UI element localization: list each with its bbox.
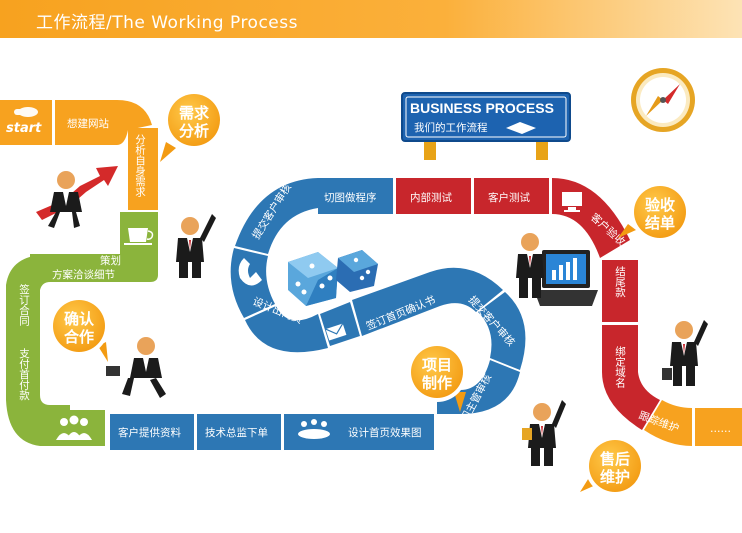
bubble-requirement-analysis: 需求 分析	[160, 90, 224, 162]
step-label-3b: 方案洽谈细节	[52, 268, 115, 281]
meeting-icon	[298, 419, 330, 439]
dice-icon	[288, 250, 378, 306]
businessman-figure-4	[516, 233, 544, 298]
bubble-3-line-1: 项目	[422, 356, 452, 374]
page-title: 工作流程/The Working Process	[36, 13, 298, 33]
coffee-cup-icon	[124, 228, 154, 245]
step-label-19: 绑定域名	[614, 346, 626, 389]
road-segment-orange-start	[0, 100, 158, 210]
bubble-acceptance-closing: 验收 结单	[618, 182, 690, 242]
step-label-7: 技术总监下单	[205, 426, 268, 439]
businessman-figure-1	[48, 171, 82, 228]
people-group-icon	[56, 415, 92, 440]
step-label-21: ……	[710, 423, 731, 435]
page-header: 工作流程/The Working Process	[0, 0, 742, 38]
bubble-1-line-2: 分析	[179, 122, 209, 140]
hand-icon	[14, 107, 38, 117]
step-label-3a: 策划	[100, 254, 121, 267]
bubble-1-line-1: 需求	[179, 104, 210, 122]
road-segment-orange-end	[644, 400, 742, 446]
road-segment-green	[6, 212, 158, 446]
step-label-1: 想建网站	[67, 117, 109, 130]
businessman-figure-2	[176, 214, 216, 278]
bubble-2-line-1: 确认	[64, 310, 95, 328]
laptop-icon	[534, 250, 598, 306]
step-label-4: 签订合同	[18, 283, 30, 327]
bubble-4-line-2: 结单	[645, 214, 675, 232]
step-label-14: 切图做程序	[324, 191, 377, 204]
envelope-icon	[325, 323, 347, 341]
handshake-icon	[506, 122, 536, 134]
bubble-2-line-2: 合作	[63, 328, 94, 346]
start-label: start	[6, 121, 42, 136]
businessman-figure-5	[522, 400, 566, 466]
bubble-5-line-1: 售后	[600, 450, 630, 468]
bubble-3-line-2: 制作	[422, 374, 452, 392]
business-process-sign: BUSINESS PROCESS 我们的工作流程	[401, 92, 571, 160]
businessman-figure-3	[106, 337, 166, 398]
step-label-8: 设计首页效果图	[348, 426, 422, 439]
bubble-4-line-1: 验收	[645, 196, 675, 214]
phone-icon	[238, 258, 262, 286]
bubble-5-line-2: 维护	[600, 468, 630, 486]
bubble-confirm-cooperation: 确认 合作	[49, 296, 109, 362]
bubble-project-production: 项目 制作	[407, 342, 467, 412]
businessman-figure-6	[662, 320, 708, 386]
step-label-2: 分析自身需求	[134, 134, 146, 197]
sign-subtitle: 我们的工作流程	[414, 121, 488, 134]
step-label-15: 内部测试	[410, 191, 452, 204]
step-label-16: 客户测试	[488, 191, 530, 204]
step-label-18: 结尾款	[614, 265, 626, 298]
step-label-5: 支付首付款	[18, 348, 30, 401]
compass-icon	[631, 68, 695, 132]
bubble-after-sales: 售后 维护	[580, 436, 645, 496]
sign-title: BUSINESS PROCESS	[410, 100, 554, 116]
step-label-6: 客户提供资料	[118, 426, 181, 439]
road-segment-red	[396, 178, 660, 430]
computer-icon	[562, 192, 582, 212]
